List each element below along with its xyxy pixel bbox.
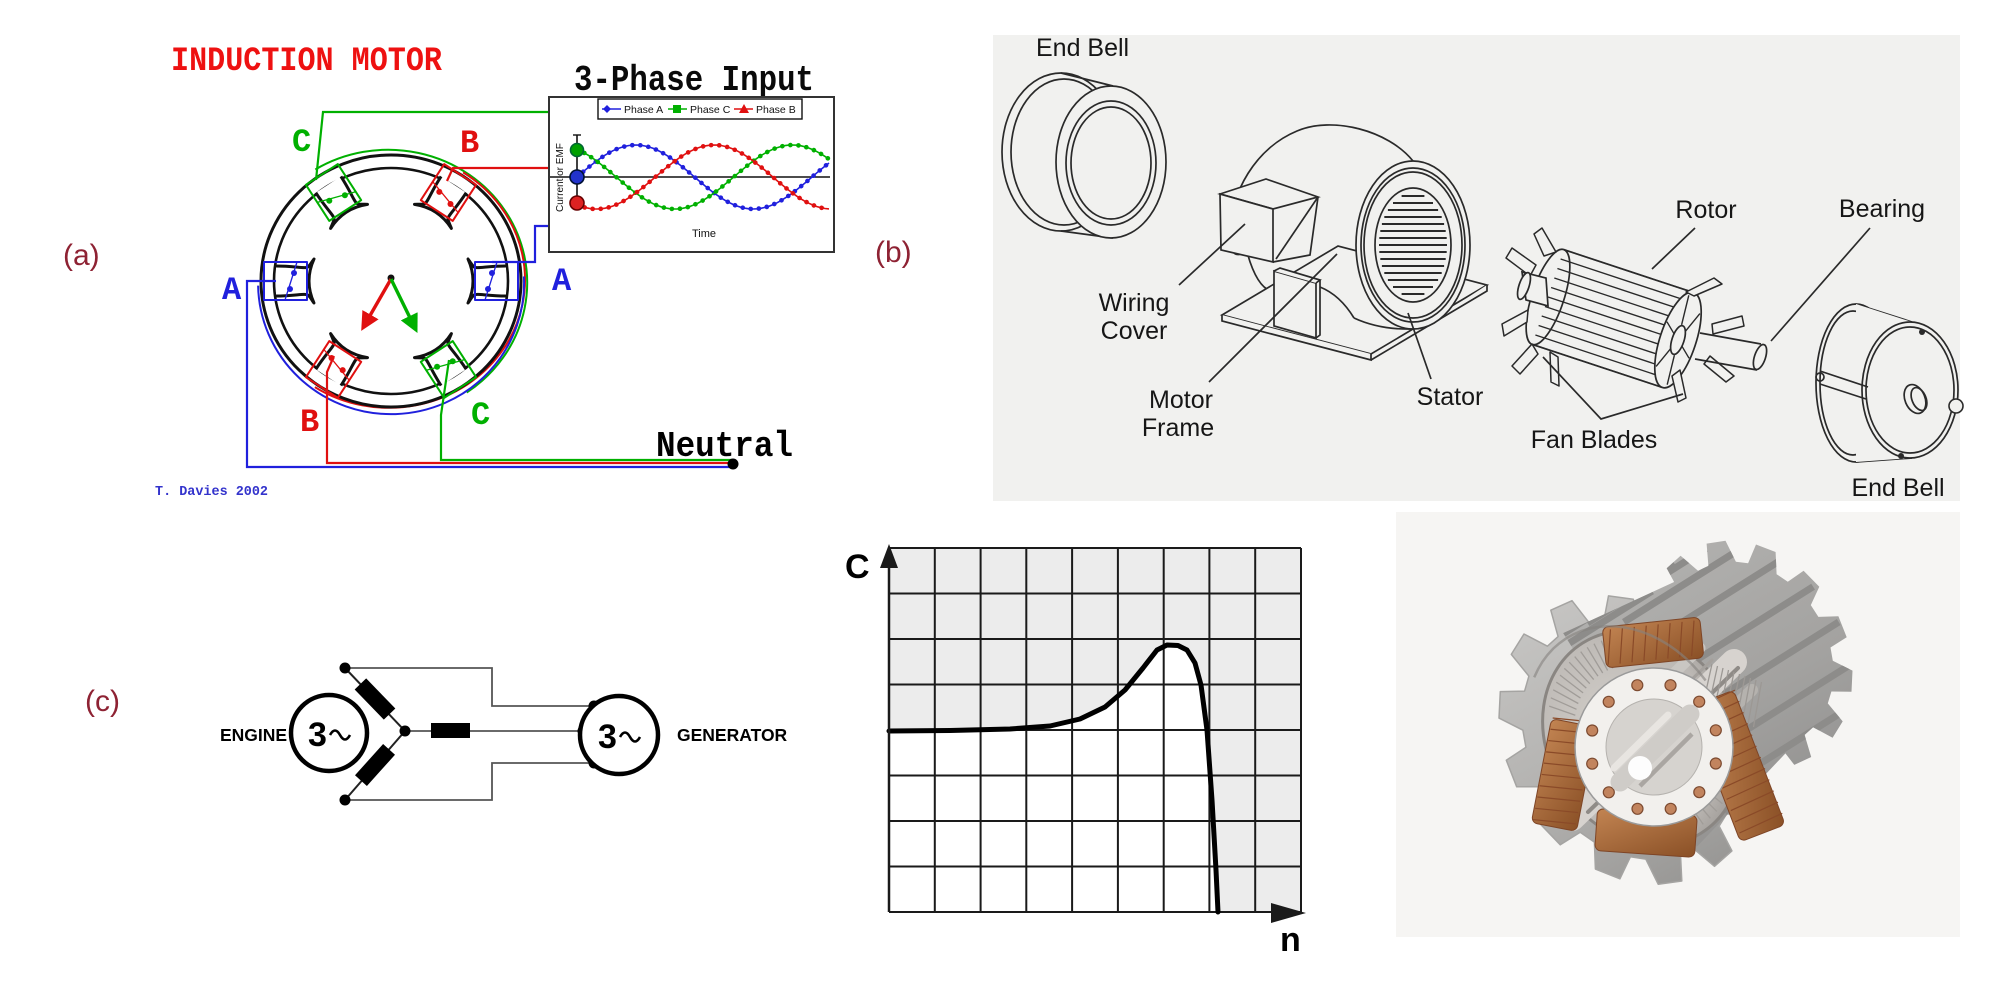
svg-text:Fan Blades: Fan Blades [1531,426,1657,454]
svg-text:Frame: Frame [1142,414,1214,442]
svg-text:C: C [292,124,311,161]
svg-text:C: C [471,397,490,434]
svg-text:A: A [552,263,572,300]
svg-text:C: C [845,548,870,586]
svg-text:Neutral: Neutral [656,426,793,467]
svg-text:Phase C: Phase C [690,104,731,116]
svg-text:A: A [222,272,242,309]
svg-text:Motor: Motor [1149,386,1213,414]
svg-text:(b): (b) [875,236,912,269]
svg-text:(a): (a) [63,239,100,272]
svg-text:Rotor: Rotor [1675,196,1736,224]
svg-text:Wiring: Wiring [1099,289,1170,317]
svg-text:3: 3 [308,716,327,754]
svg-text:Phase B: Phase B [756,104,796,116]
svg-text:3-Phase Input: 3-Phase Input [574,60,814,101]
svg-text:Phase A: Phase A [624,104,663,116]
svg-text:B: B [300,404,319,441]
svg-text:End Bell: End Bell [1036,34,1129,62]
svg-text:Current or EMF: Current or EMF [555,143,566,212]
svg-text:End Bell: End Bell [1851,474,1944,502]
svg-text:INDUCTION MOTOR: INDUCTION MOTOR [171,43,443,81]
svg-text:ENGINE: ENGINE [220,725,287,745]
svg-text:Bearing: Bearing [1839,195,1925,223]
svg-text:n: n [1280,921,1301,959]
svg-text:B: B [460,125,479,162]
svg-text:Stator: Stator [1417,383,1484,411]
svg-text:Cover: Cover [1101,317,1168,345]
svg-text:T. Davies 2002: T. Davies 2002 [155,484,268,500]
svg-text:Time: Time [692,228,716,240]
svg-text:3: 3 [598,718,617,756]
svg-text:GENERATOR: GENERATOR [677,725,788,745]
svg-text:(c): (c) [85,685,120,718]
